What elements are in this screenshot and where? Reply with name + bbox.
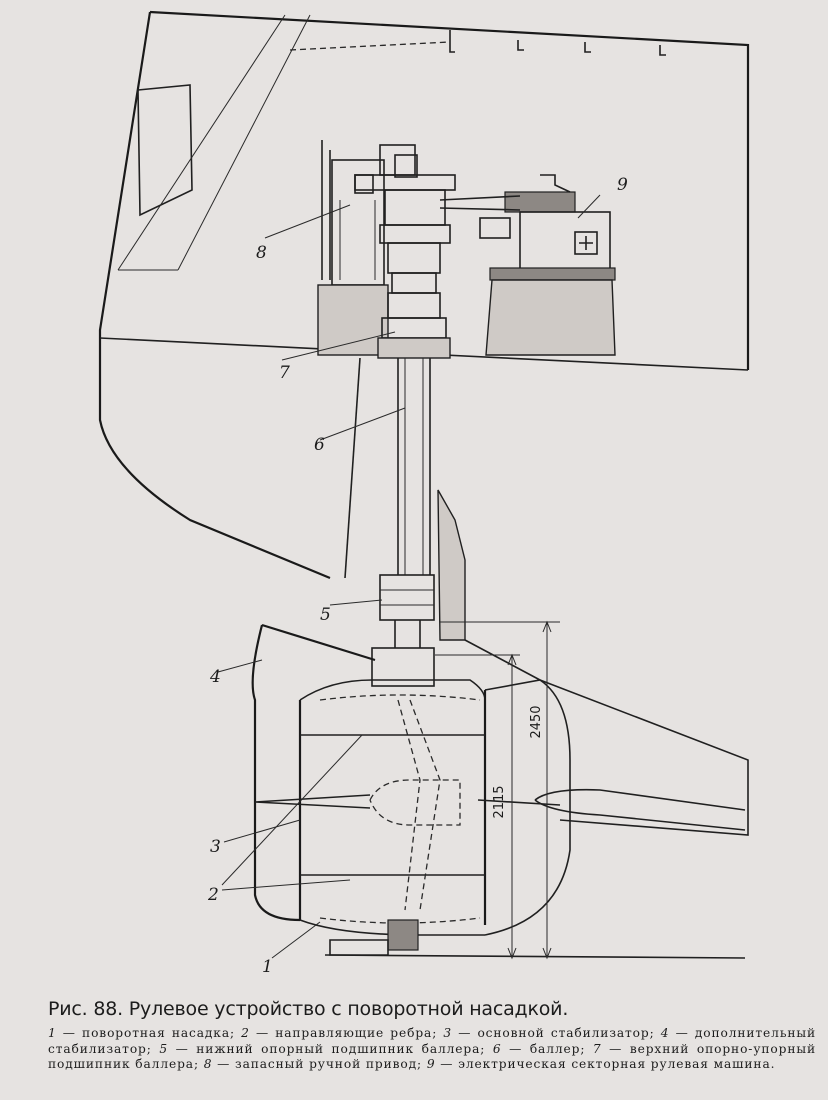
- legend-item: поворотная насадка;: [82, 1026, 235, 1040]
- legend-text: 1 — поворотная насадка; 2 — направляющие…: [48, 1026, 817, 1072]
- caption-text: Рулевое устройство с поворотной насадкой…: [128, 998, 569, 1020]
- legend-item: направляющие ребра;: [275, 1026, 438, 1040]
- legend-item: дополнительный стабилизатор;: [48, 1026, 816, 1056]
- nozzle: [251, 623, 571, 956]
- legend-num: 3: [443, 1026, 453, 1040]
- callout-3: 3: [210, 837, 221, 857]
- legend-item: баллер;: [529, 1041, 586, 1056]
- callout-labels: 1 2 3 4 5 6 7 8 9: [207, 175, 628, 977]
- callout-6: 6: [314, 435, 325, 455]
- legend-num: 4: [660, 1026, 670, 1040]
- legend-num: 7: [592, 1041, 602, 1056]
- figure-caption: Рис. 88. Рулевое устройство с поворотной…: [48, 998, 818, 1073]
- callout-2: 2: [207, 885, 219, 905]
- legend-num: 2: [241, 1026, 250, 1040]
- leader-lines: [217, 194, 601, 959]
- callout-7: 7: [279, 363, 290, 383]
- legend-num: 8: [203, 1057, 213, 1071]
- legend-item: электрическая секторная рулевая машина.: [458, 1057, 776, 1071]
- dimension-2115: 2115: [492, 785, 507, 818]
- rudder-drawing: 1 2 3 4 5 6 7 8 9 2115 2450: [98, 10, 750, 977]
- legend-num: 6: [492, 1041, 502, 1056]
- legend-item: основной стабилизатор;: [477, 1026, 655, 1040]
- lower-bearing: [371, 574, 435, 687]
- hand-drive: [317, 140, 389, 356]
- trailing-stabilizer: [464, 639, 749, 836]
- steering-machine: [479, 174, 616, 356]
- hull-outline: [98, 10, 750, 580]
- legend-num: 1: [48, 1026, 57, 1040]
- rudder-stock: [397, 358, 466, 641]
- tiller-assembly: [354, 144, 521, 359]
- dimension-2450: 2450: [529, 705, 544, 738]
- caption-prefix: Рис. 88.: [48, 998, 123, 1020]
- callout-9: 9: [617, 175, 628, 195]
- legend-item: запасный ручной привод;: [235, 1057, 423, 1071]
- legend-num: 5: [159, 1041, 169, 1056]
- legend-item: нижний опорный подшипник баллера;: [196, 1041, 486, 1056]
- callout-4: 4: [209, 667, 221, 687]
- legend-num: 9: [426, 1057, 436, 1071]
- dimension-lines: [324, 620, 746, 960]
- callout-1: 1: [262, 957, 273, 977]
- callout-8: 8: [256, 243, 267, 263]
- caption-title: Рис. 88. Рулевое устройство с поворотной…: [48, 998, 818, 1020]
- callout-5: 5: [320, 605, 331, 625]
- legend-item: верхний опорно-упорный подшипник баллера…: [48, 1041, 817, 1072]
